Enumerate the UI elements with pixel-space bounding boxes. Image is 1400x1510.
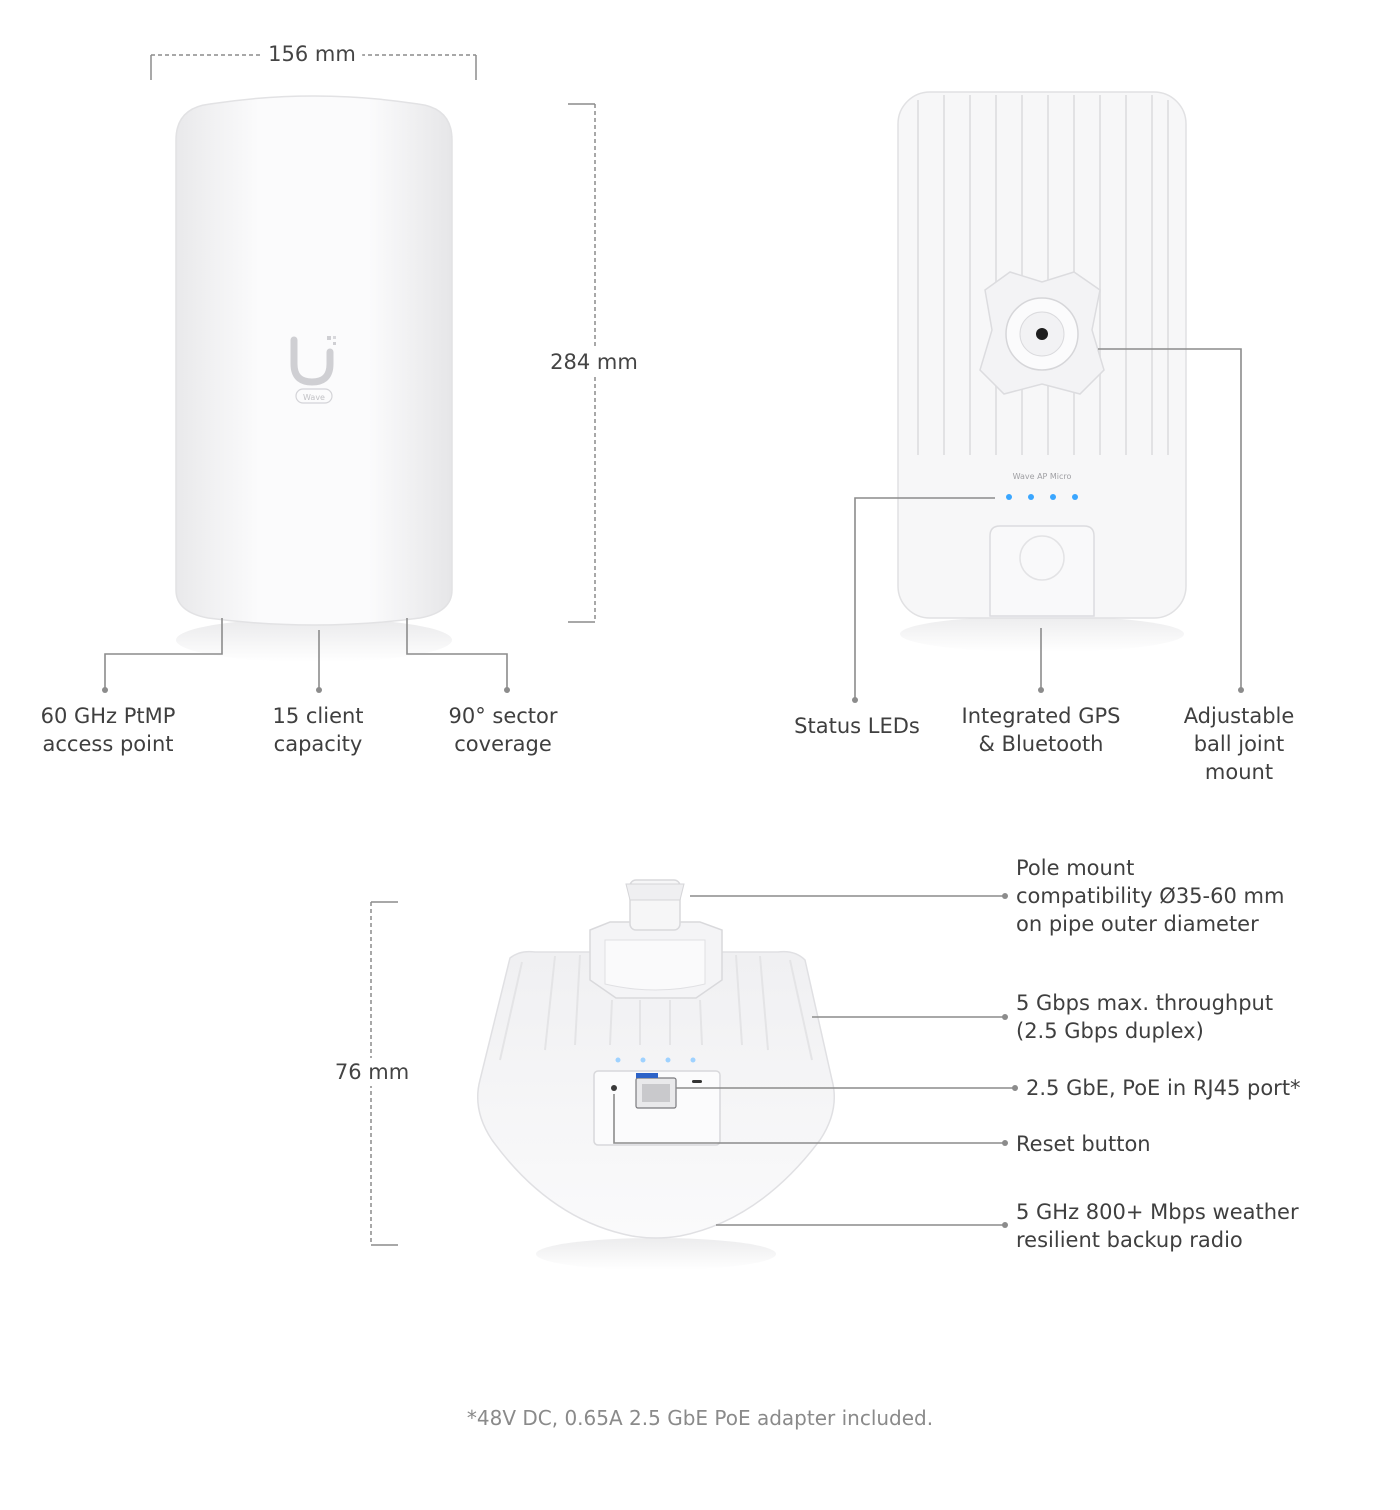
- ubiquiti-logo-icon: [290, 336, 336, 386]
- callout-reset-button: Reset button: [1016, 1132, 1151, 1156]
- callout-throughput: 5 Gbps max. throughput (2.5 Gbps duplex): [1016, 991, 1274, 1043]
- callout-60ghz-ptmp: 60 GHz PtMP access point: [40, 704, 176, 756]
- bottom-view-device: [477, 879, 835, 1270]
- callout-gps-bluetooth: Integrated GPS & Bluetooth: [961, 704, 1121, 756]
- callout-status-leds: Status LEDs: [794, 714, 920, 738]
- model-label: Wave AP Micro: [1013, 472, 1072, 481]
- callout-sector-coverage: 90° sector coverage: [448, 704, 558, 756]
- bottom-leader-lines: [613, 895, 1015, 1226]
- footnote: *48V DC, 0.65A 2.5 GbE PoE adapter inclu…: [466, 1406, 934, 1430]
- rear-leader-lines: [854, 348, 1242, 700]
- reset-button-hole: [611, 1085, 617, 1091]
- wave-badge: [295, 388, 333, 404]
- callout-ball-joint-mount: Adjustable ball joint mount: [1183, 704, 1295, 784]
- status-leds: [1006, 494, 1078, 500]
- depth-dimension-label: 76 mm: [328, 1058, 416, 1086]
- port-cover: [989, 525, 1095, 617]
- callout-backup-radio: 5 GHz 800+ Mbps weather resilient backup…: [1016, 1200, 1299, 1252]
- front-view-device: Wave: [175, 95, 453, 662]
- callout-pole-mount: Pole mount compatibility Ø35-60 mm on pi…: [1016, 856, 1285, 936]
- width-dimension-label: 156 mm: [262, 40, 362, 68]
- mount-hole: [1036, 328, 1048, 340]
- wave-badge-text: Wave: [303, 393, 325, 402]
- callout-client-capacity: 15 client capacity: [272, 704, 364, 756]
- height-dimension-label: 284 mm: [544, 348, 644, 376]
- callout-rj45-port: 2.5 GbE, PoE in RJ45 port*: [1026, 1076, 1301, 1100]
- front-leader-lines: [104, 618, 508, 690]
- rear-view-device: Wave AP Micro: [897, 91, 1187, 652]
